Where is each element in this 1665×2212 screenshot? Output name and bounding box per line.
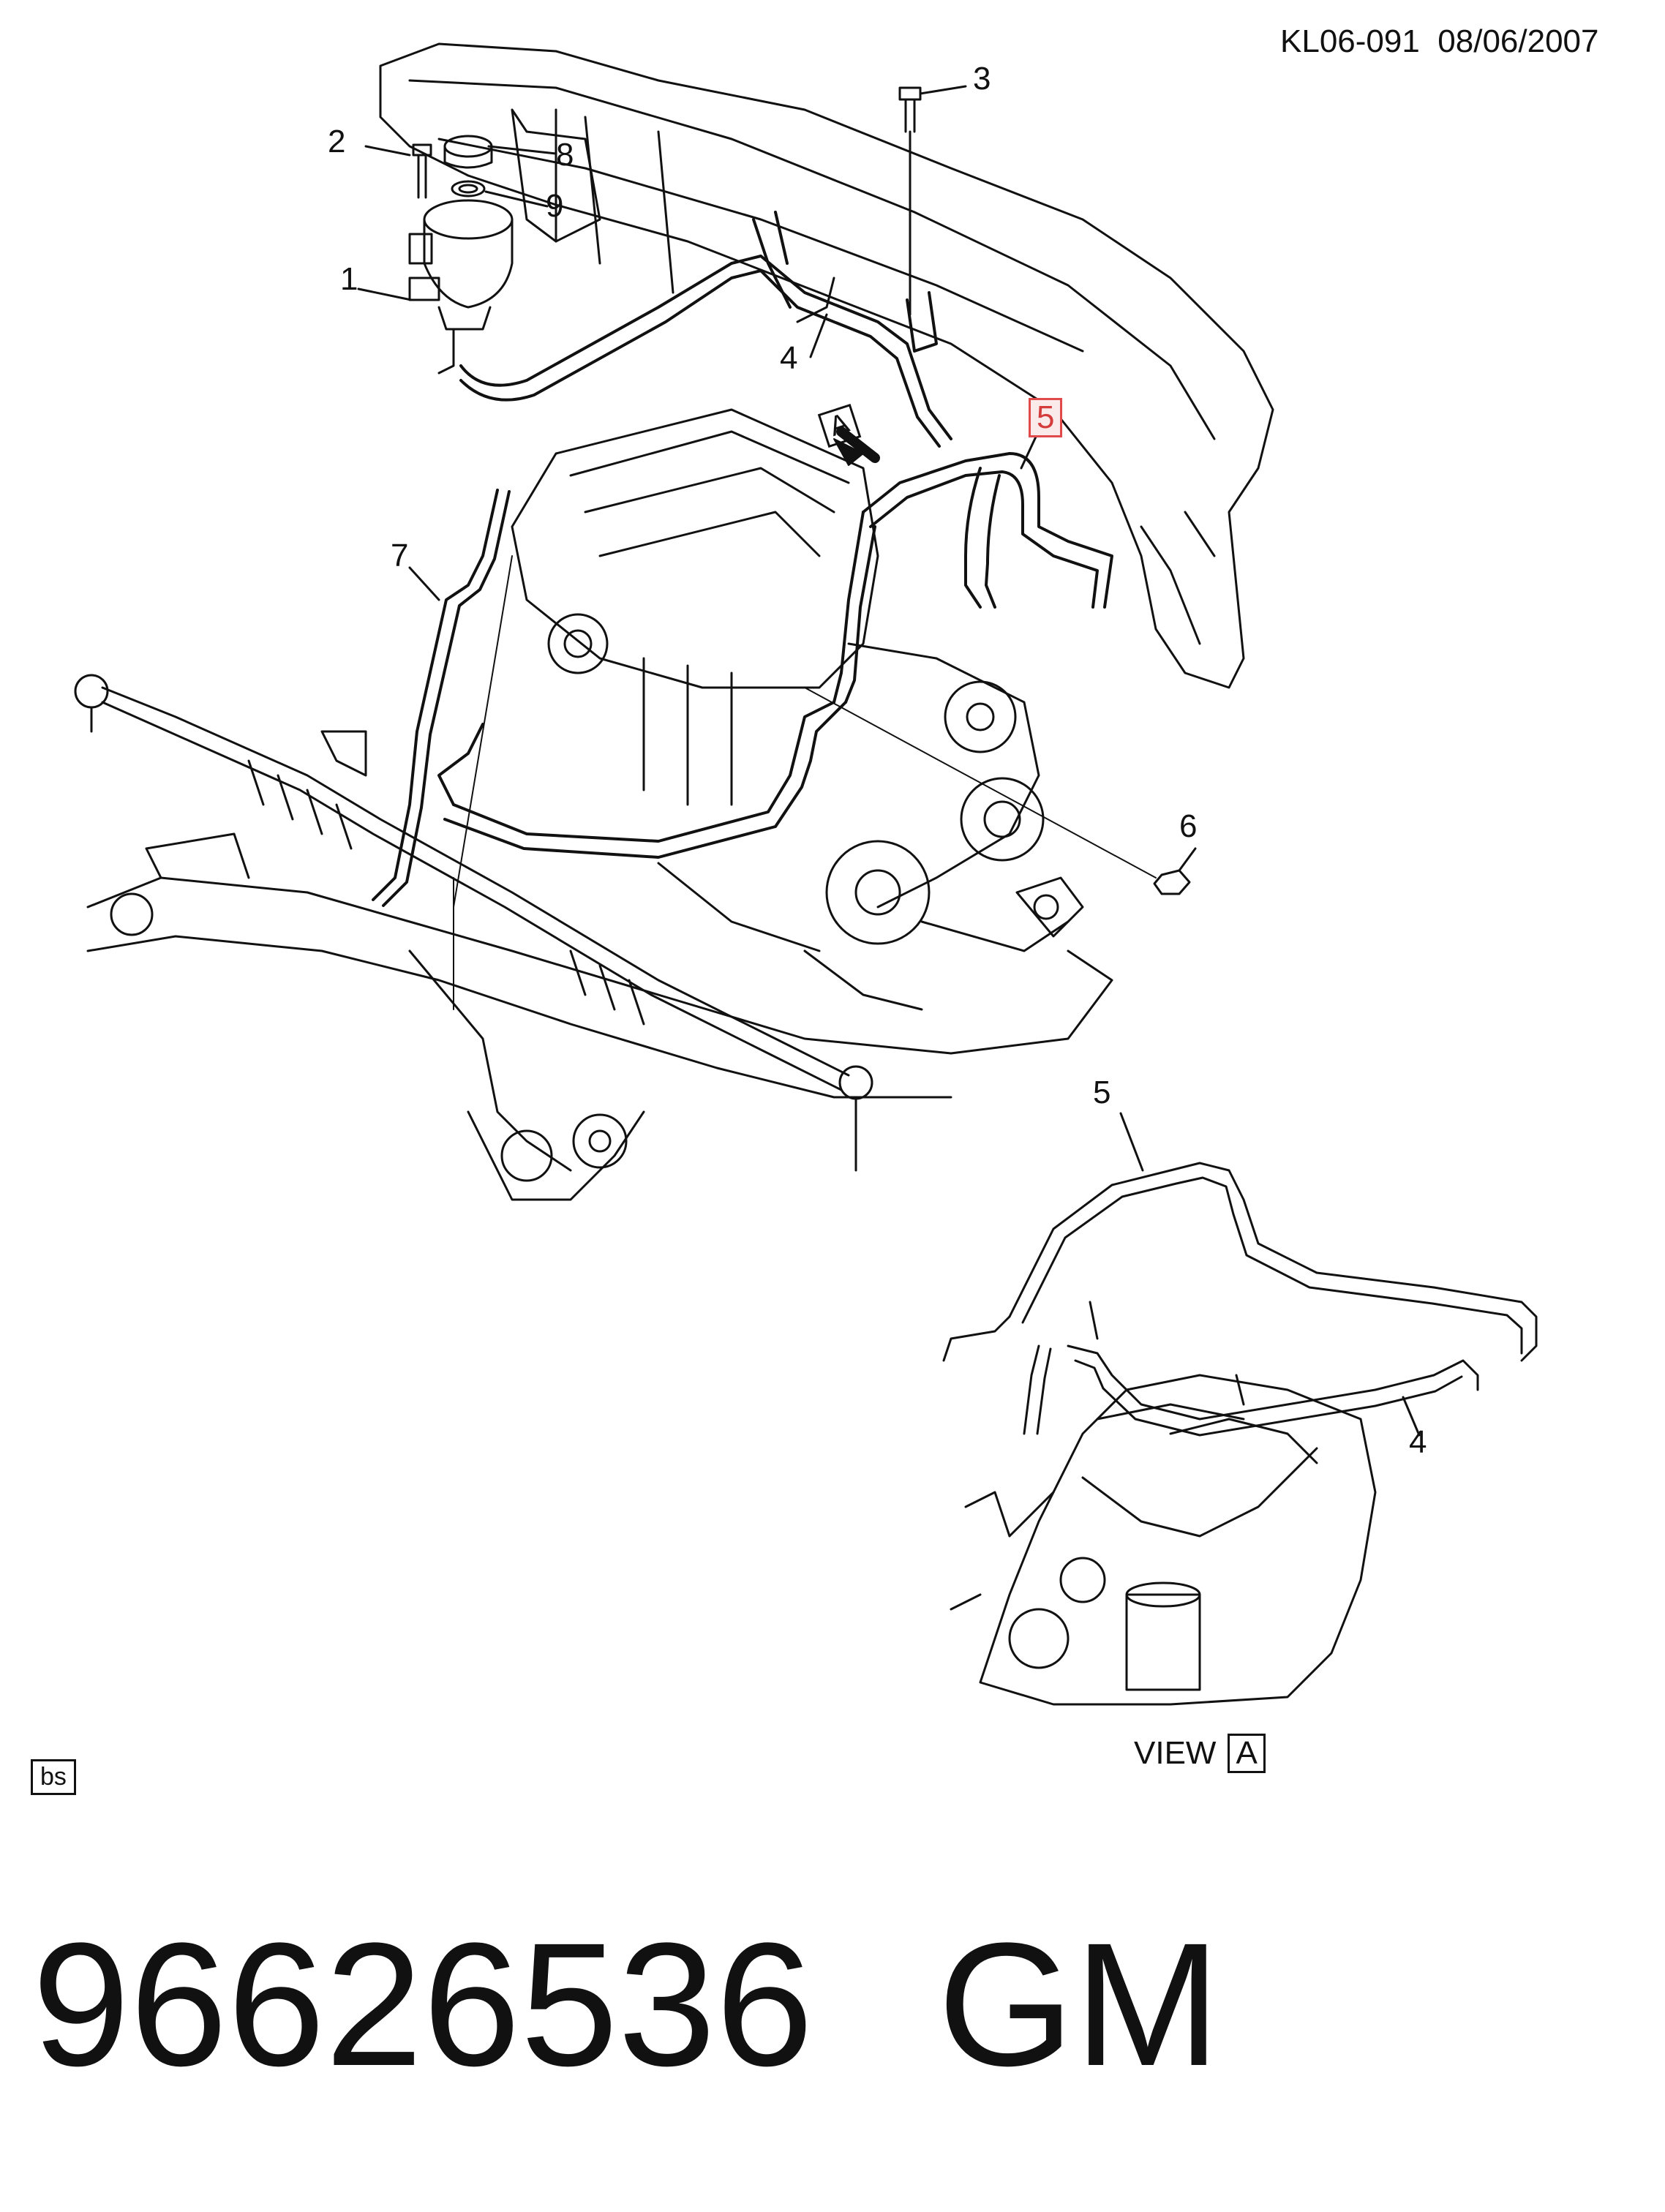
fluid-reservoir — [408, 199, 514, 375]
callout-8: 8 — [556, 137, 574, 173]
part-number: 96626536 — [32, 1906, 813, 2102]
view-letter: A — [1228, 1734, 1266, 1774]
engine — [511, 408, 1070, 1011]
leader-lines — [357, 85, 1197, 872]
steering-rack — [74, 674, 873, 1172]
callout-7: 7 — [391, 538, 409, 573]
callout-4: 4 — [780, 340, 798, 376]
callout-6: 6 — [1179, 808, 1198, 844]
view-arrow — [833, 426, 880, 466]
inset-callout-4: 4 — [1409, 1424, 1427, 1460]
bolt-2 — [412, 143, 432, 199]
inset-callout-5: 5 — [1093, 1075, 1111, 1110]
hose-5 — [437, 452, 1113, 859]
reservoir-seal — [451, 180, 486, 198]
view-word: VIEW — [1134, 1735, 1217, 1772]
callout-2: 2 — [328, 124, 346, 159]
callout-3: 3 — [973, 61, 991, 97]
brand: GM — [937, 1906, 1221, 2102]
view-label: VIEW A — [1134, 1734, 1266, 1774]
front-crossmember — [379, 42, 1274, 689]
callout-5-highlighted: 5 — [1029, 398, 1063, 438]
bolt-3 — [898, 86, 922, 316]
doc-code: KL06-091 — [1280, 23, 1420, 59]
callout-9: 9 — [546, 188, 564, 224]
hose-4 — [459, 211, 952, 448]
reference-lines — [453, 555, 1157, 1010]
nut-6 — [1153, 869, 1191, 895]
hose-7 — [372, 489, 511, 907]
doc-date: 08/06/2007 — [1437, 23, 1599, 59]
subframe — [86, 832, 1113, 1201]
callout-1: 1 — [340, 261, 358, 297]
document-code: KL06-091 08/06/2007 — [1280, 23, 1599, 60]
bs-tag: bs — [31, 1759, 76, 1795]
view-a-inset — [942, 1112, 1538, 1706]
